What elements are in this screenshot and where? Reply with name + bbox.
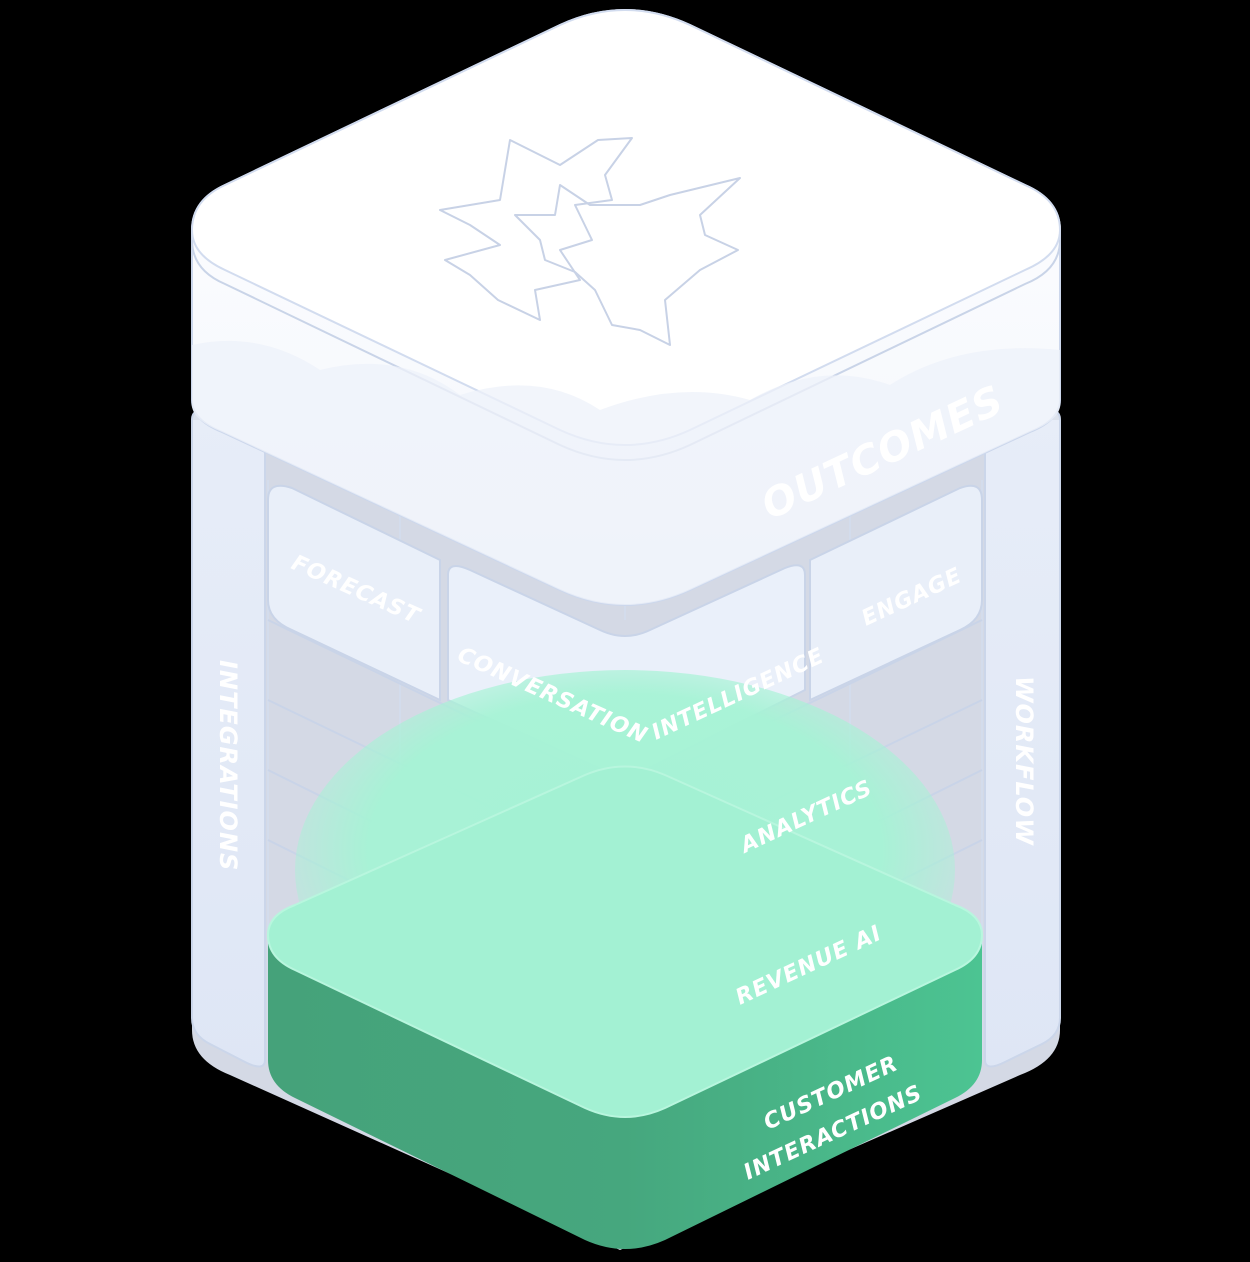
- star-burst-icon: [439, 137, 741, 346]
- workflow-label: WORKFLOW: [1010, 676, 1038, 846]
- forecast-block: [267, 484, 441, 702]
- integrations-label: INTEGRATIONS: [214, 660, 242, 871]
- outcomes-mist: [192, 340, 1060, 605]
- customer-interactions-base: [268, 935, 982, 1249]
- base-top-face: [266, 765, 984, 1118]
- outcomes-top-face: [190, 9, 1062, 446]
